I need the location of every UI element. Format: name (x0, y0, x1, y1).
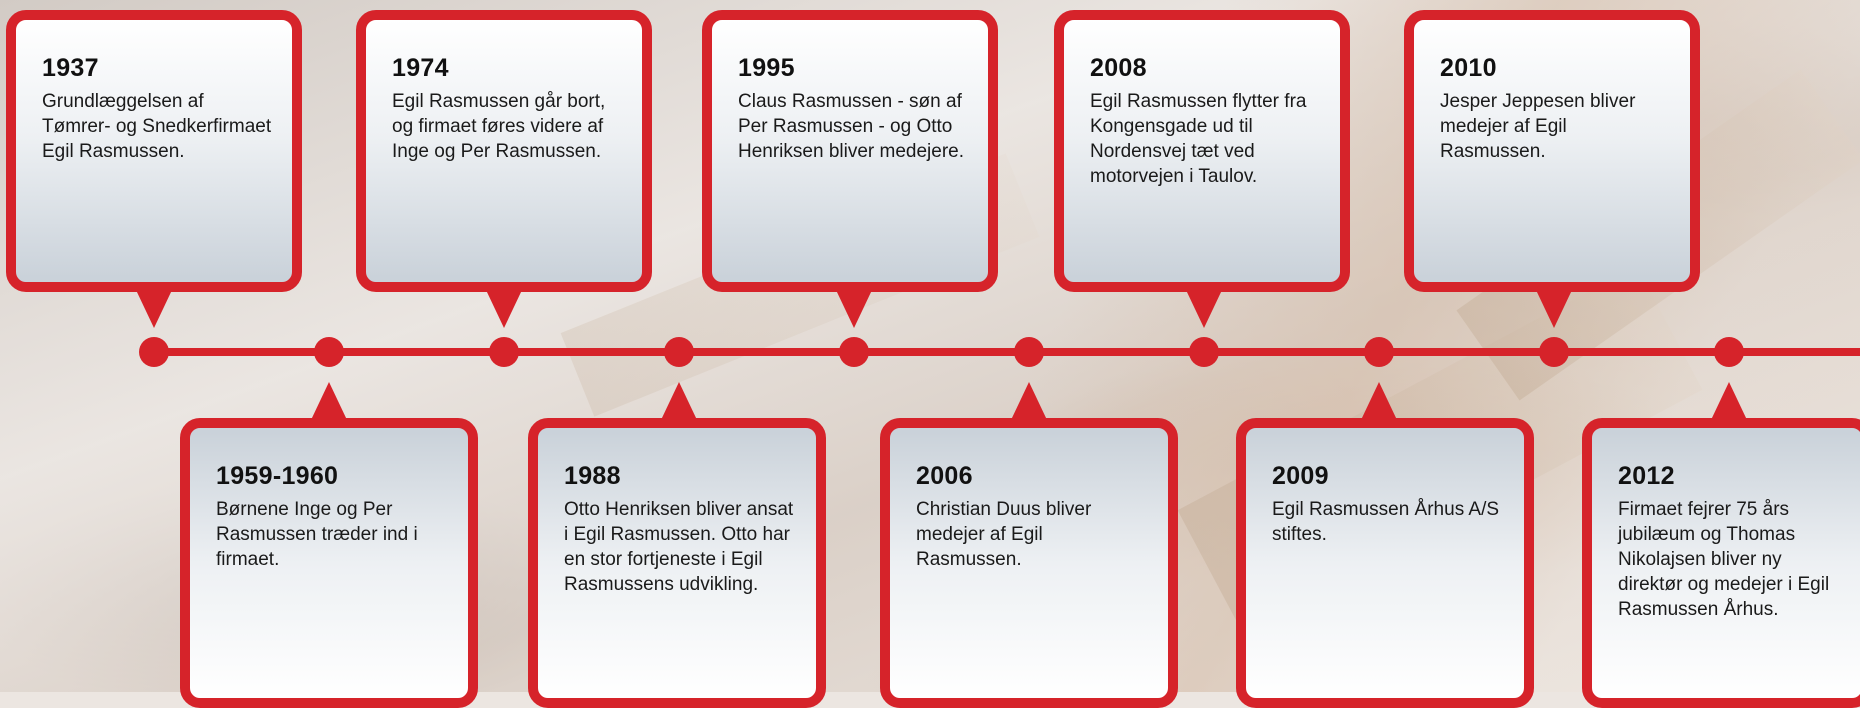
timeline-event-2010: 2010 Jesper Jeppesen bliver medejer af E… (1404, 10, 1700, 292)
timeline-event-1937: 1937 Grundlæggelsen af Tømrer- og Snedke… (6, 10, 302, 292)
event-year: 1988 (564, 462, 621, 490)
card-pointer (311, 382, 347, 420)
timeline-dot (664, 337, 694, 367)
event-year: 1995 (738, 54, 795, 82)
card-pointer (1011, 382, 1047, 420)
timeline-dot (139, 337, 169, 367)
timeline-event-1959-1960: 1959-1960 Børnene Inge og Per Rasmussen … (180, 418, 478, 708)
event-description: Børnene Inge og Per Rasmussen træder ind… (216, 499, 418, 570)
timeline-dot (1539, 337, 1569, 367)
timeline-event-1974: 1974 Egil Rasmussen går bort, og firmaet… (356, 10, 652, 292)
event-description: Christian Duus bliver medejer af Egil Ra… (916, 499, 1092, 570)
card-pointer (661, 382, 697, 420)
timeline-dot (314, 337, 344, 367)
event-description: Egil Rasmussen Århus A/S stiftes. (1272, 499, 1500, 545)
timeline-event-2008: 2008 Egil Rasmussen flytter fra Kongensg… (1054, 10, 1350, 292)
timeline-event-2006: 2006 Christian Duus bliver medejer af Eg… (880, 418, 1178, 708)
timeline-dot (1714, 337, 1744, 367)
card-pointer (1186, 290, 1222, 328)
event-description: Firmaet fejrer 75 års jubilæum og Thomas… (1618, 499, 1830, 620)
event-year: 2010 (1440, 54, 1497, 82)
event-year: 2009 (1272, 462, 1329, 490)
event-year: 1974 (392, 54, 449, 82)
event-year: 1937 (42, 54, 99, 82)
event-year: 2006 (916, 462, 973, 490)
timeline-dot (839, 337, 869, 367)
card-pointer (136, 290, 172, 328)
event-year: 2012 (1618, 462, 1675, 490)
event-description: Otto Henriksen bliver ansat i Egil Rasmu… (564, 499, 794, 595)
event-description: Egil Rasmussen flytter fra Kongensgade u… (1090, 91, 1307, 187)
timeline-event-1995: 1995 Claus Rasmussen - søn af Per Rasmus… (702, 10, 998, 292)
card-pointer (1536, 290, 1572, 328)
event-year: 1959-1960 (216, 462, 339, 490)
timeline-dot (1189, 337, 1219, 367)
card-pointer (1361, 382, 1397, 420)
event-description: Grundlæggelsen af Tømrer- og Snedkerfirm… (42, 91, 272, 162)
event-year: 2008 (1090, 54, 1147, 82)
timeline-dot (1364, 337, 1394, 367)
event-description: Egil Rasmussen går bort, og firmaet føre… (392, 91, 606, 162)
timeline-event-2009: 2009 Egil Rasmussen Århus A/S stiftes. (1236, 418, 1534, 708)
card-pointer (836, 290, 872, 328)
timeline-event-1988: 1988 Otto Henriksen bliver ansat i Egil … (528, 418, 826, 708)
event-description: Jesper Jeppesen bliver medejer af Egil R… (1440, 91, 1636, 162)
timeline-dot (489, 337, 519, 367)
event-description: Claus Rasmussen - søn af Per Rasmussen -… (738, 91, 964, 162)
timeline-event-2012: 2012 Firmaet fejrer 75 års jubilæum og T… (1582, 418, 1860, 708)
timeline-line (152, 348, 1860, 356)
card-pointer (486, 290, 522, 328)
card-pointer (1711, 382, 1747, 420)
timeline-dot (1014, 337, 1044, 367)
